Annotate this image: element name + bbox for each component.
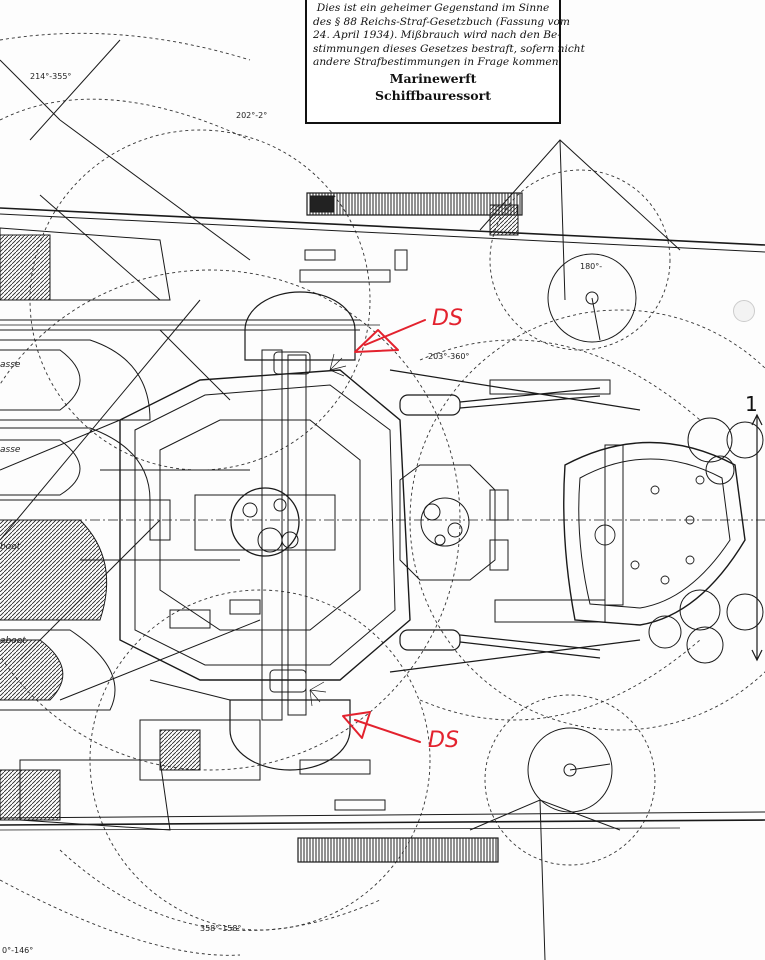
stamp-line-4: stimmungen dieses Gesetzes bestraft, sof… [313, 42, 585, 55]
arc-label-5: 180°- [580, 262, 603, 271]
arc-label-1: 214°-355° [30, 72, 72, 81]
stamp-line-3: 24. April 1934). Mißbrauch wird nach den… [313, 29, 561, 42]
arc-label-4: 358°-158° [200, 924, 242, 933]
arc-label-6: 0°-146° [2, 946, 34, 955]
stamp-line-5: andere Strafbestimmungen in Frage kommen… [313, 56, 562, 69]
arc-label-3: 203°-360° [428, 352, 470, 361]
ds-annotation-top: DS [432, 306, 463, 331]
punch-hole-icon [733, 300, 755, 322]
boat-label-1: asse [0, 360, 21, 370]
ds-annotation-bottom: DS [428, 728, 459, 753]
boat-label-2: asse [0, 445, 21, 455]
boat-label-3: boot [0, 542, 21, 552]
stamp-org-2: Schiffbauressort [375, 87, 491, 103]
margin-number: 1 [745, 392, 758, 416]
boat-label-4: aboot [0, 636, 26, 646]
stamp-line-1: Dies ist ein geheimer Gegenstand im Sinn… [316, 2, 550, 14]
secrecy-stamp: Dies ist ein geheimer Gegenstand im Sinn… [305, 0, 585, 124]
arc-label-2: 202°-2° [236, 111, 268, 120]
stamp-org-1: Marinewerft [389, 70, 477, 86]
stamp-line-2: des § 88 Reichs-Straf-Gesetzbuch (Fassun… [313, 15, 570, 28]
